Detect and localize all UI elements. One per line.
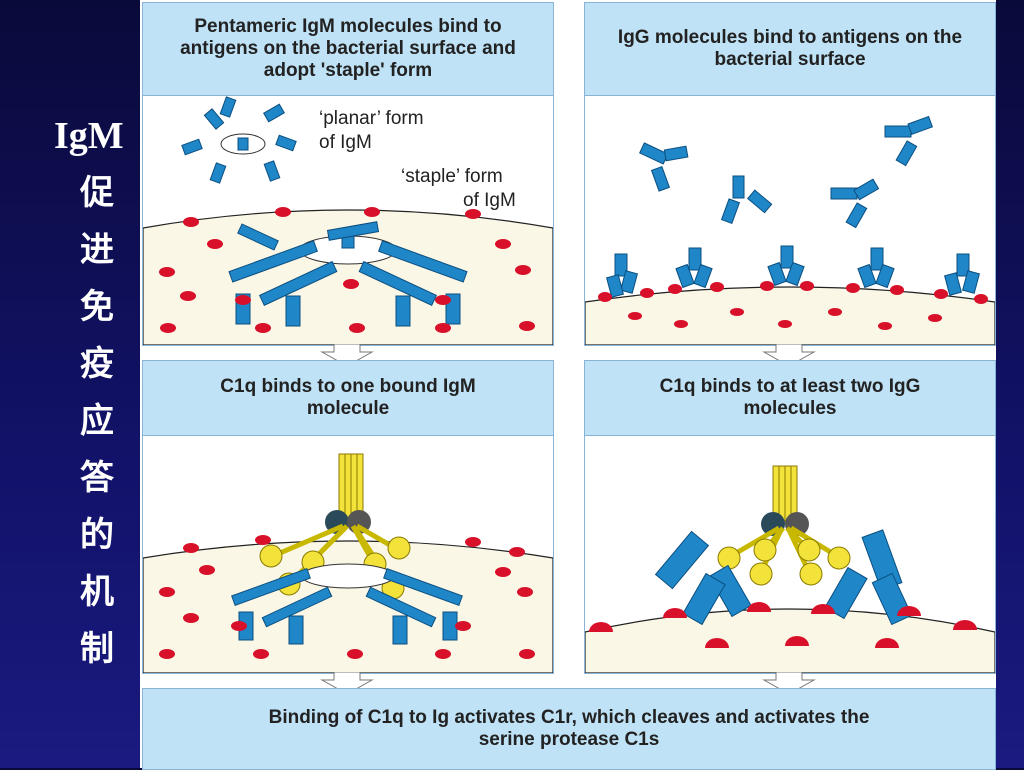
side-title: IgM 促 进 免 疫 应 答 的 机 制 xyxy=(52,108,142,678)
label-planar-form-1: ‘planar’ form xyxy=(319,108,424,129)
panel-header: C1q binds to at least two IgG molecules xyxy=(585,361,995,436)
antigen-dots xyxy=(589,602,977,648)
label-staple-form-2: of IgM xyxy=(463,190,516,211)
panel-igg-binding: IgG molecules bind to antigens on the ba… xyxy=(584,2,996,346)
complement-activation-figure: Pentameric IgM molecules bind to antigen… xyxy=(140,0,996,770)
label-planar-form-2: of IgM xyxy=(319,132,372,153)
activation-summary-text: Binding of C1q to Ig activates C1r, whic… xyxy=(268,707,870,750)
panel-header-text: C1q binds to at least two IgG molecules xyxy=(659,376,921,419)
flow-arrow-left-2 xyxy=(320,672,374,694)
panel-c1q-igg: C1q binds to at least two IgG molecules xyxy=(584,360,996,674)
c1q-igm-illustration xyxy=(143,453,553,673)
side-title-char: 促 xyxy=(80,173,114,213)
side-title-latin: IgM xyxy=(54,115,124,157)
panel-header: Pentameric IgM molecules bind to antigen… xyxy=(143,3,553,96)
bound-igg-pair xyxy=(654,529,913,626)
staple-igm-icon xyxy=(228,221,468,327)
side-title-char: 免 xyxy=(80,287,114,327)
staple-igm-icon xyxy=(231,563,463,645)
side-title-char: 机 xyxy=(80,572,114,612)
flow-arrow-right-2 xyxy=(762,672,816,694)
panel-header-text: C1q binds to one bound IgM molecule xyxy=(220,376,476,419)
bound-igg-row xyxy=(598,245,988,330)
igg-binding-illustration xyxy=(585,115,995,345)
side-title-char: 疫 xyxy=(80,344,114,384)
side-title-char: 制 xyxy=(80,629,114,669)
panel-c1q-igm: C1q binds to one bound IgM molecule xyxy=(142,360,554,674)
panel-header-text: IgG molecules bind to antigens on the ba… xyxy=(617,27,963,70)
side-title-char: 答 xyxy=(80,458,114,498)
label-staple-form-1: ‘staple’ form xyxy=(401,166,503,187)
c1q-igg-illustration xyxy=(585,465,995,673)
side-title-char: 的 xyxy=(80,515,114,555)
flow-arrow-left-1 xyxy=(320,344,374,366)
free-igg-icons xyxy=(639,115,934,229)
planar-igm-icon xyxy=(181,96,297,184)
flow-arrow-right-1 xyxy=(762,344,816,366)
igm-binding-illustration: ‘planar’ form of IgM ‘staple’ form of Ig… xyxy=(143,96,553,345)
activation-summary-box: Binding of C1q to Ig activates C1r, whic… xyxy=(142,688,996,770)
antigen-dots xyxy=(159,207,535,333)
panel-header: IgG molecules bind to antigens on the ba… xyxy=(585,3,995,96)
side-title-char: 进 xyxy=(80,230,114,270)
panel-header-text: Pentameric IgM molecules bind to antigen… xyxy=(180,16,516,81)
antigen-dots xyxy=(159,535,535,659)
panel-header: C1q binds to one bound IgM molecule xyxy=(143,361,553,436)
panel-igm-binding: Pentameric IgM molecules bind to antigen… xyxy=(142,2,554,346)
side-title-char: 应 xyxy=(80,401,114,441)
